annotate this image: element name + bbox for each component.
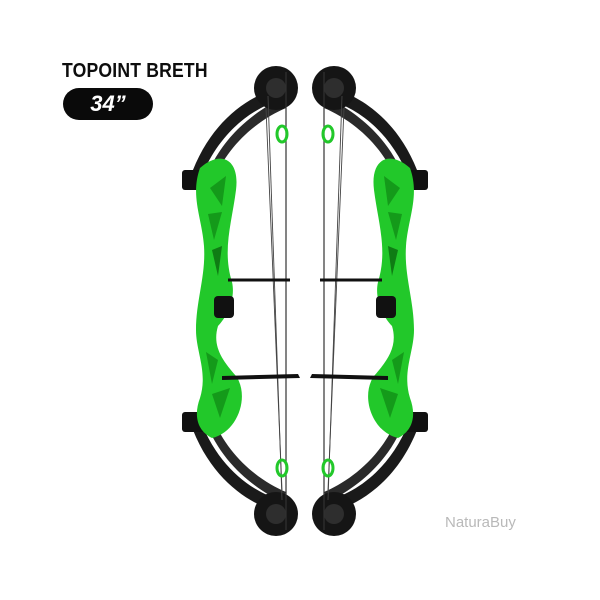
- product-title: TOPOINT BRETH: [62, 60, 208, 82]
- size-badge: 34”: [63, 88, 153, 120]
- size-label: 34”: [90, 91, 126, 116]
- watermark: NaturaBuy: [445, 514, 516, 531]
- bow-right-view: [308, 64, 430, 538]
- bow-left-view: [180, 64, 302, 538]
